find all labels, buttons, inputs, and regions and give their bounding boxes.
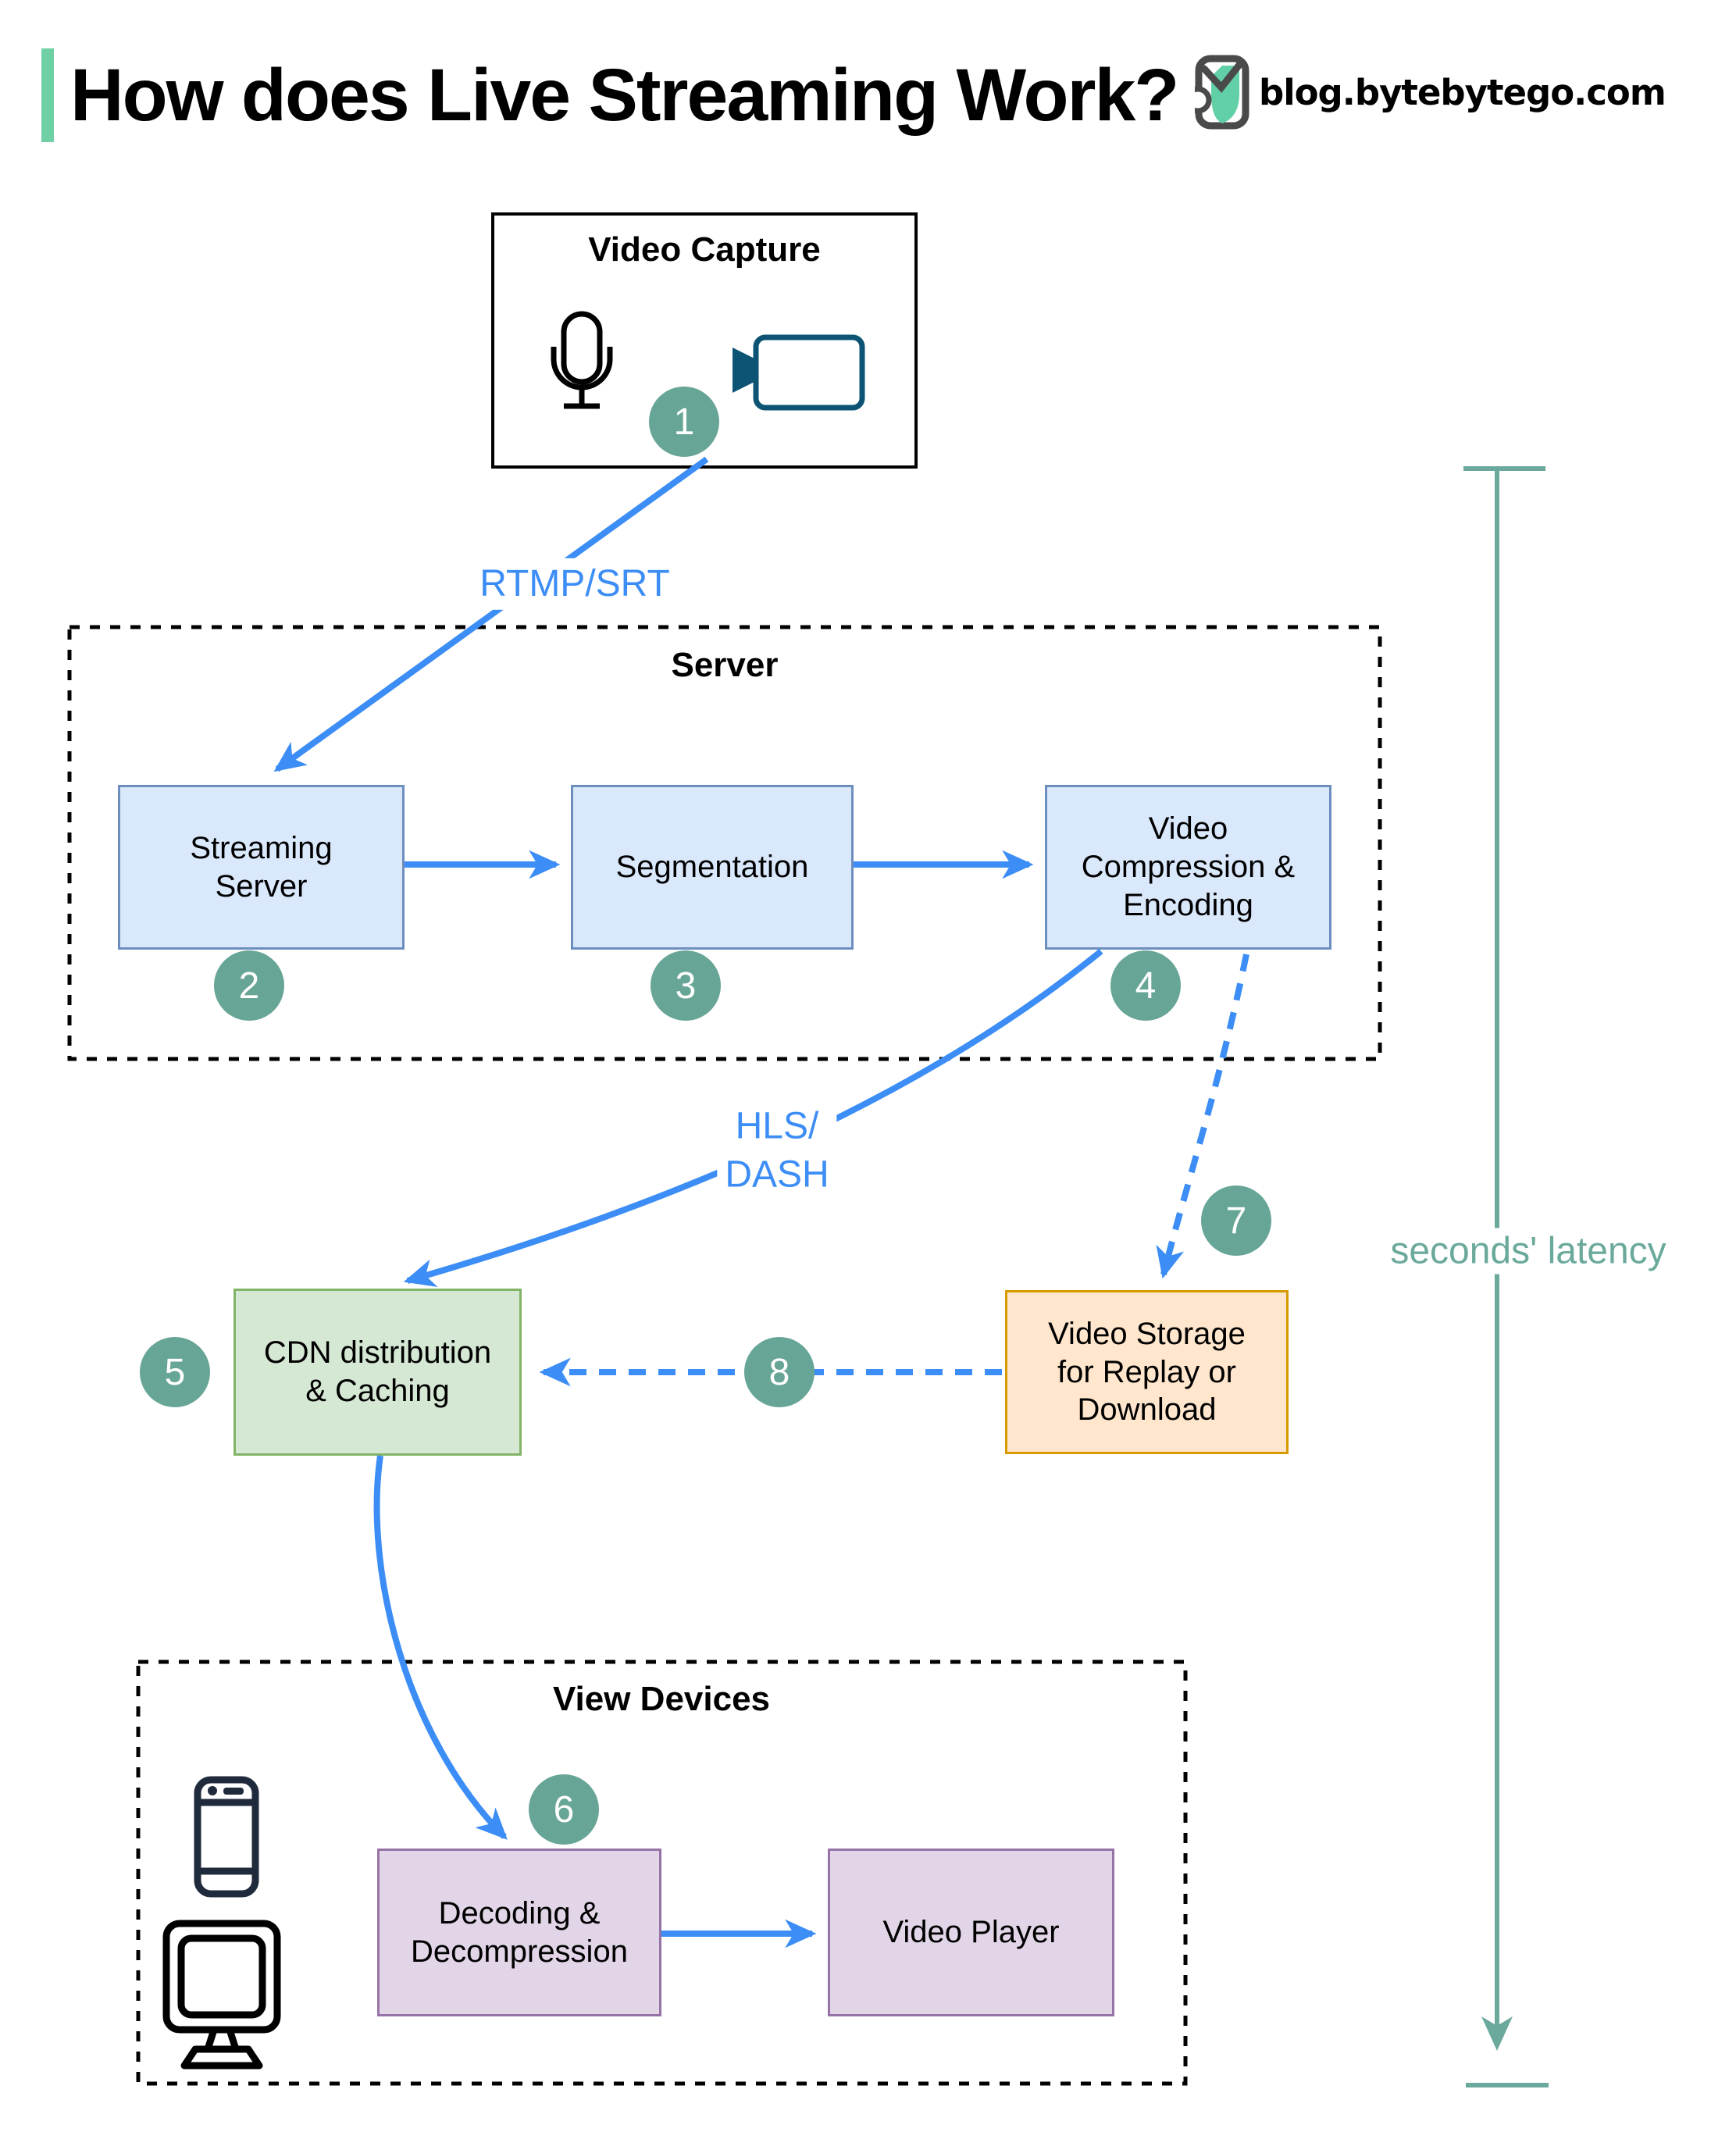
step-circle-8: 8: [744, 1337, 815, 1407]
node-decoding: Decoding & Decompression: [377, 1849, 661, 2016]
rtmp-srt-label: RTMP/SRT: [472, 558, 678, 611]
node-video-storage: Video Storage for Replay or Download: [1005, 1290, 1289, 1454]
step-circle-7: 7: [1201, 1185, 1271, 1256]
node-streaming-server: Streaming Server: [118, 785, 405, 950]
step-circle-5: 5: [140, 1337, 210, 1407]
node-video-compression: Video Compression & Encoding: [1045, 785, 1331, 950]
site-url: blog.bytebytego.com: [1259, 72, 1666, 113]
step-circle-3: 3: [651, 950, 721, 1021]
node-video-player: Video Player: [828, 1849, 1114, 2016]
step-circle-1: 1: [649, 387, 719, 457]
latency-label: seconds' latency: [1381, 1228, 1676, 1275]
title-accent-bar: [41, 48, 54, 142]
step-circle-2: 2: [214, 950, 284, 1021]
hls-dash-label: HLS/ DASH: [717, 1100, 837, 1202]
video-capture-title: Video Capture: [588, 230, 821, 269]
video-camera-icon: [730, 334, 867, 416]
smartphone-icon: [194, 1776, 259, 1902]
step-circle-6: 6: [529, 1774, 599, 1845]
node-segmentation: Segmentation: [571, 785, 854, 950]
edge-capture-to-streaming: [273, 456, 709, 772]
server-group-title: Server: [671, 646, 779, 684]
page-title: How does Live Streaming Work?: [70, 54, 1179, 137]
step-circle-4: 4: [1110, 950, 1181, 1021]
edge-cdn-to-decoding: [373, 1455, 508, 1840]
bytebytego-logo-icon: [1184, 55, 1249, 134]
view-devices-group-title: View Devices: [552, 1680, 771, 1718]
monitor-icon: [162, 1920, 281, 2084]
microphone-icon: [551, 311, 613, 420]
node-cdn: CDN distribution & Caching: [233, 1289, 522, 1456]
